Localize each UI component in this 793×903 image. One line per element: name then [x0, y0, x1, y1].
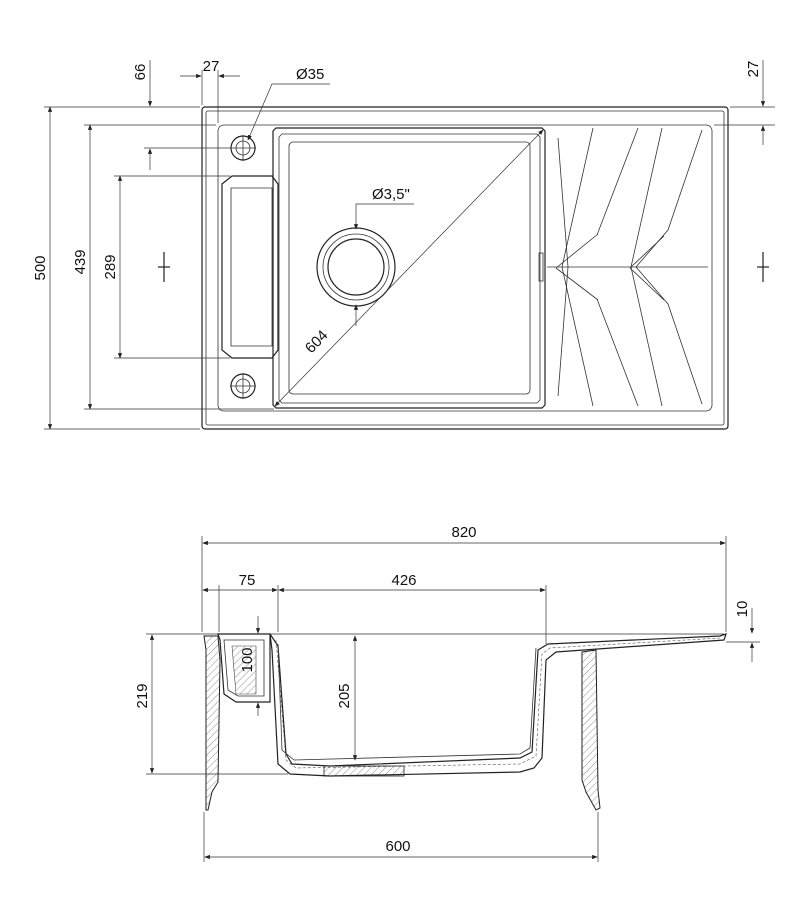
section-marker-left	[158, 252, 170, 282]
dim-bowl-depth: 205	[336, 683, 353, 708]
dim-total-depth: 500	[32, 255, 49, 280]
dim-tap-hole-diameter: Ø35	[296, 66, 324, 83]
dim-cabinet-width: 600	[385, 838, 410, 855]
dim-bowl-width: 426	[391, 572, 416, 589]
dim-tap-hole-offset: 66	[132, 64, 149, 81]
dim-waste-diameter: Ø3,5"	[372, 186, 410, 203]
tap-hole-bottom	[230, 373, 256, 399]
bowl-section	[269, 633, 727, 777]
dim-bowl-inner-depth: 439	[72, 249, 89, 274]
dim-overall-width: 820	[451, 524, 476, 541]
drainer	[547, 127, 708, 407]
main-bowl	[272, 127, 546, 409]
sink-outline	[201, 106, 729, 430]
bowl-diagonal-line	[274, 129, 544, 407]
dim-drainer-length: 289	[102, 254, 119, 279]
sink-top-surface	[217, 124, 713, 412]
waste-section	[323, 765, 405, 777]
dim-edge-offset-right: 27	[745, 61, 762, 78]
dim-ledge-depth: 100	[239, 647, 256, 672]
accessory-ledge	[221, 175, 279, 359]
left-wall-section	[203, 635, 221, 811]
right-wall-section	[581, 649, 601, 811]
top-view: 500 439 289 66 27 27 Ø35 Ø3,5"	[32, 58, 775, 430]
section-marker-right	[757, 252, 769, 282]
dim-edge-offset-left: 27	[203, 58, 220, 75]
sink-rim-inner	[205, 110, 725, 426]
dim-overall-height: 219	[134, 683, 151, 708]
side-view: 820 75 426 10 219 100 205 600	[134, 524, 760, 862]
dim-ledge-width: 75	[239, 572, 256, 589]
dim-rim-thickness: 10	[734, 601, 751, 618]
tap-hole-top	[230, 135, 256, 161]
